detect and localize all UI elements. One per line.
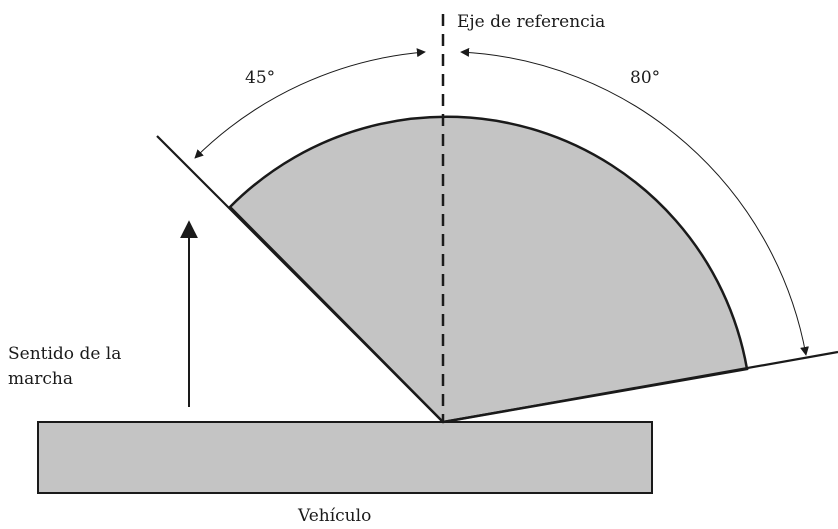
- left-boundary-line: [156, 135, 444, 423]
- vehicle-label: Vehículo: [297, 506, 371, 526]
- vehicle-body: [37, 421, 653, 494]
- right-boundary-line: [442, 350, 838, 424]
- reference-axis-label: Eje de referencia: [457, 12, 605, 32]
- direction-label-line2: marcha: [8, 369, 73, 389]
- field-of-view-sector: [228, 115, 749, 424]
- left-angle-arc: [194, 48, 426, 159]
- right-angle-arc: [460, 47, 809, 356]
- right-angle-label: 80°: [630, 68, 660, 88]
- left-angle-label: 45°: [245, 68, 275, 88]
- direction-label-line1: Sentido de la: [8, 344, 121, 364]
